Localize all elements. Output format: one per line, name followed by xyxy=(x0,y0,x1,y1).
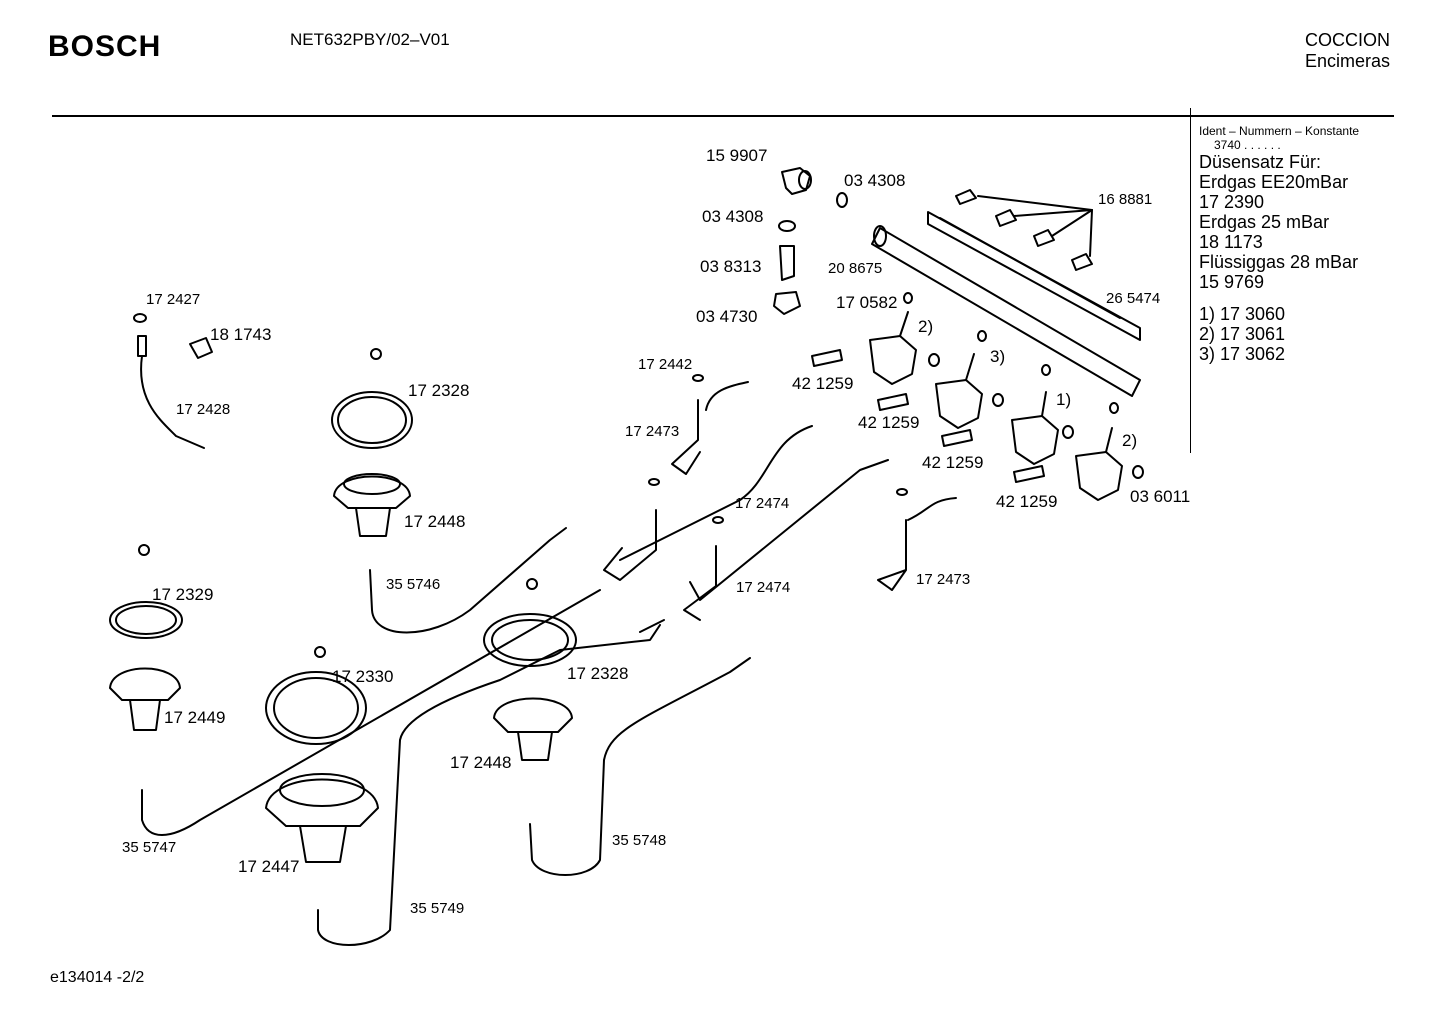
variant-marker: 3) xyxy=(990,347,1006,366)
side-panel-divider xyxy=(1190,108,1191,453)
burners xyxy=(109,391,577,863)
brand-logo: BOSCH xyxy=(48,30,162,63)
part-label: 42 1259 xyxy=(922,453,984,472)
part-label: 17 2449 xyxy=(164,708,226,727)
part-label: 17 2329 xyxy=(152,585,214,604)
part-label: 35 5746 xyxy=(386,576,441,593)
clips xyxy=(955,189,1093,271)
part-label: 17 2447 xyxy=(238,857,300,876)
part-label: 17 2448 xyxy=(450,753,512,772)
variant-marker: 1) xyxy=(1056,390,1072,409)
side-line: 17 2390 xyxy=(1199,192,1265,212)
gas-lines xyxy=(141,527,751,946)
part-label: 03 6011 xyxy=(1130,487,1191,506)
nut xyxy=(773,291,801,315)
category: COCCION xyxy=(1305,30,1390,50)
side-panel: Ident – Nummern – Konstante 3740 . . . .… xyxy=(1199,124,1359,364)
part-label: 35 5749 xyxy=(410,900,465,917)
gas-manifold-rail xyxy=(871,211,1141,397)
nozzle xyxy=(779,245,795,281)
variant-line: 1) 17 3060 xyxy=(1199,304,1286,324)
part-label: 17 2473 xyxy=(916,571,971,588)
document-code: e134014 -2/2 xyxy=(50,969,145,986)
part-label: 20 8675 xyxy=(828,260,883,277)
header-divider xyxy=(52,115,1394,117)
variant-line: 3) 17 3062 xyxy=(1199,344,1286,364)
part-label: 17 2428 xyxy=(176,401,231,418)
part-label: 17 2473 xyxy=(625,423,680,440)
part-label: 42 1259 xyxy=(858,413,920,432)
part-label: 17 2474 xyxy=(736,579,791,596)
part-label: 17 2328 xyxy=(567,664,629,683)
part-label: 35 5747 xyxy=(122,839,177,856)
washer xyxy=(836,192,848,208)
variant-line: 2) 17 3061 xyxy=(1199,324,1286,344)
part-label: 42 1259 xyxy=(996,492,1058,511)
part-label: 18 1743 xyxy=(210,325,272,344)
part-label: 17 0582 xyxy=(836,293,898,312)
variant-marker: 2) xyxy=(1122,431,1138,450)
side-line: Düsensatz Für: xyxy=(1199,152,1322,172)
ident-value: 3740 . . . . . . xyxy=(1214,138,1281,152)
part-label: 26 5474 xyxy=(1106,290,1161,307)
washer xyxy=(778,220,796,232)
model-number: NET632PBY/02–V01 xyxy=(290,30,450,49)
part-label: 16 8881 xyxy=(1098,191,1153,208)
ident-title: Ident – Nummern – Konstante xyxy=(1199,124,1360,138)
part-label: 03 4308 xyxy=(844,171,906,190)
side-line: Erdgas 25 mBar xyxy=(1199,212,1330,232)
part-label: 17 2442 xyxy=(638,356,693,373)
part-label: 17 2427 xyxy=(146,291,201,308)
part-label: 17 2330 xyxy=(332,667,394,686)
thermocouple-leads xyxy=(603,381,957,633)
part-label: 35 5748 xyxy=(612,832,667,849)
part-label: 15 9907 xyxy=(706,146,768,165)
part-label: 42 1259 xyxy=(792,374,854,393)
variant-marker: 2) xyxy=(918,317,934,336)
subcategory: Encimeras xyxy=(1304,51,1390,71)
side-line: 18 1173 xyxy=(1199,232,1263,252)
elbow-connector xyxy=(781,167,812,195)
part-label: 17 2328 xyxy=(408,381,470,400)
part-label: 03 4730 xyxy=(696,307,758,326)
small-parts xyxy=(133,292,913,658)
gas-valves xyxy=(811,311,1144,501)
side-line: 15 9769 xyxy=(1199,272,1265,292)
part-label: 17 2448 xyxy=(404,512,466,531)
side-line: Erdgas EE20mBar xyxy=(1199,172,1349,192)
part-label: 03 4308 xyxy=(702,207,764,226)
part-label: 03 8313 xyxy=(700,257,762,276)
side-line: Flüssiggas 28 mBar xyxy=(1199,252,1359,272)
part-label: 17 2474 xyxy=(735,495,790,512)
